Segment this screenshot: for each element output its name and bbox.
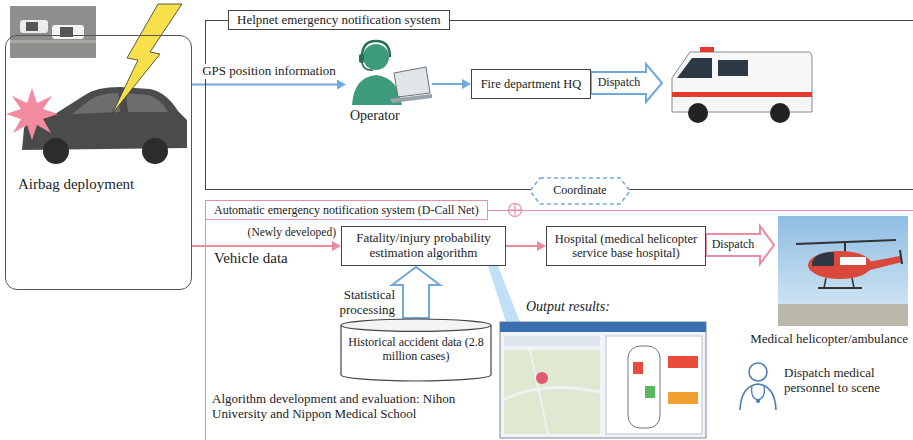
node-text: Airbag deployment <box>6 36 191 193</box>
node-text: Coordinate <box>553 184 606 198</box>
operator-figure: Operator <box>346 37 432 132</box>
arrow-head <box>537 241 546 251</box>
dispatch-arrow <box>591 64 662 102</box>
connector <box>392 267 440 318</box>
operator-icon <box>346 37 432 107</box>
process-box: Hospital (medical helicopter service bas… <box>546 226 706 266</box>
helicopter-photo <box>778 216 908 326</box>
connector-line <box>192 84 338 86</box>
ambulance <box>672 47 812 123</box>
node-text: Fire department HQ <box>477 77 585 91</box>
arrow-head <box>337 80 346 90</box>
system-frame: Helpnet emergency notification systemOpe… <box>205 20 913 190</box>
coordinate-hexagon: Coordinate <box>530 178 630 204</box>
dispatch-label: Dispatch <box>706 238 760 252</box>
process-box: Fire department HQ <box>471 69 591 99</box>
node-text: Hospital (medical helicopter service bas… <box>552 232 700 261</box>
node-text: Historical accident data (2.8 million ca… <box>347 336 485 364</box>
dispatch-label: Dispatch <box>592 76 646 90</box>
connector-line <box>506 245 538 247</box>
output-screenshot <box>500 322 706 438</box>
edge-label: Vehicle data <box>212 250 322 267</box>
connector <box>506 241 546 251</box>
frame-heading: Automatic emergency notification system … <box>205 200 488 220</box>
hollow-arrow <box>392 267 440 318</box>
caption-label: Dispatch medical personnel to scene <box>784 366 908 396</box>
vehicle-box: Airbag deployment <box>5 35 192 290</box>
doctor-icon <box>740 363 776 410</box>
connector-line <box>432 83 463 85</box>
database-cylinder: Historical accident data (2.8 million ca… <box>341 319 491 381</box>
note-label: (Newly developed) <box>240 226 336 239</box>
lightning-bolt <box>112 4 182 114</box>
frame-heading: Helpnet emergency notification system <box>228 10 450 30</box>
output-label: Output results: <box>526 299 656 315</box>
credit-note: Algorithm development and evaluation: Ni… <box>212 392 480 422</box>
edge-label: Statistical processing <box>309 288 397 318</box>
process-box: Fatality/injury probability estimation a… <box>341 226 506 266</box>
crash-photo <box>10 6 96 58</box>
car-silhouette <box>6 87 187 164</box>
edge-label: GPS position information <box>196 64 342 79</box>
connector <box>432 79 471 89</box>
node-text: Fatality/injury probability estimation a… <box>347 231 500 261</box>
connector <box>192 80 346 90</box>
connector-line <box>192 245 333 247</box>
callout-wedge <box>488 266 520 322</box>
caption-label: Medical helicopter/ambulance <box>740 332 908 347</box>
node-text: Operator <box>346 37 432 124</box>
dispatch-arrow <box>706 226 774 264</box>
arrow-head <box>332 241 341 251</box>
arrow-head <box>462 79 471 89</box>
